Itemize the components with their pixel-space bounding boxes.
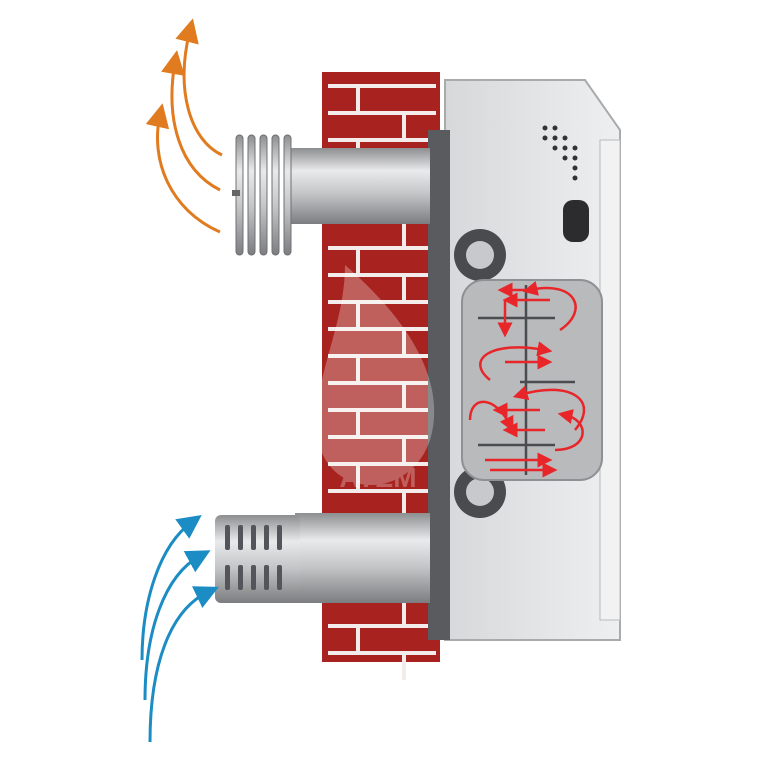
exhaust-fin xyxy=(283,134,292,256)
heat-exchanger-window xyxy=(461,279,603,481)
exhaust-fin xyxy=(247,134,256,256)
control-knob xyxy=(563,200,589,242)
intake-pipe xyxy=(215,513,430,603)
watermark-text: ATEM xyxy=(339,462,416,493)
exhaust-fin xyxy=(271,134,280,256)
heat-exchanger-ribs xyxy=(478,285,575,475)
heat-flow-arrows xyxy=(468,281,586,478)
intake-slot xyxy=(277,525,282,550)
intake-flow-arrows xyxy=(140,514,219,743)
intake-grille-slots xyxy=(225,525,282,590)
intake-slot xyxy=(238,565,243,590)
mounting-bracket xyxy=(428,130,450,640)
heater-casing xyxy=(428,79,621,641)
intake-slot xyxy=(225,565,230,590)
intake-slot xyxy=(238,525,243,550)
intake-slot xyxy=(225,525,230,550)
intake-slot xyxy=(264,565,269,590)
intake-slot xyxy=(277,565,282,590)
intake-slot xyxy=(251,525,256,550)
intake-slot xyxy=(251,565,256,590)
exhaust-fins xyxy=(235,134,292,256)
atem-watermark-logo: ATEM xyxy=(316,265,435,493)
exhaust-pipe xyxy=(232,134,430,256)
exhaust-flow-arrows xyxy=(145,18,223,234)
exhaust-fin xyxy=(259,134,268,256)
vent-grille-icon xyxy=(542,125,578,181)
intake-slot xyxy=(264,525,269,550)
